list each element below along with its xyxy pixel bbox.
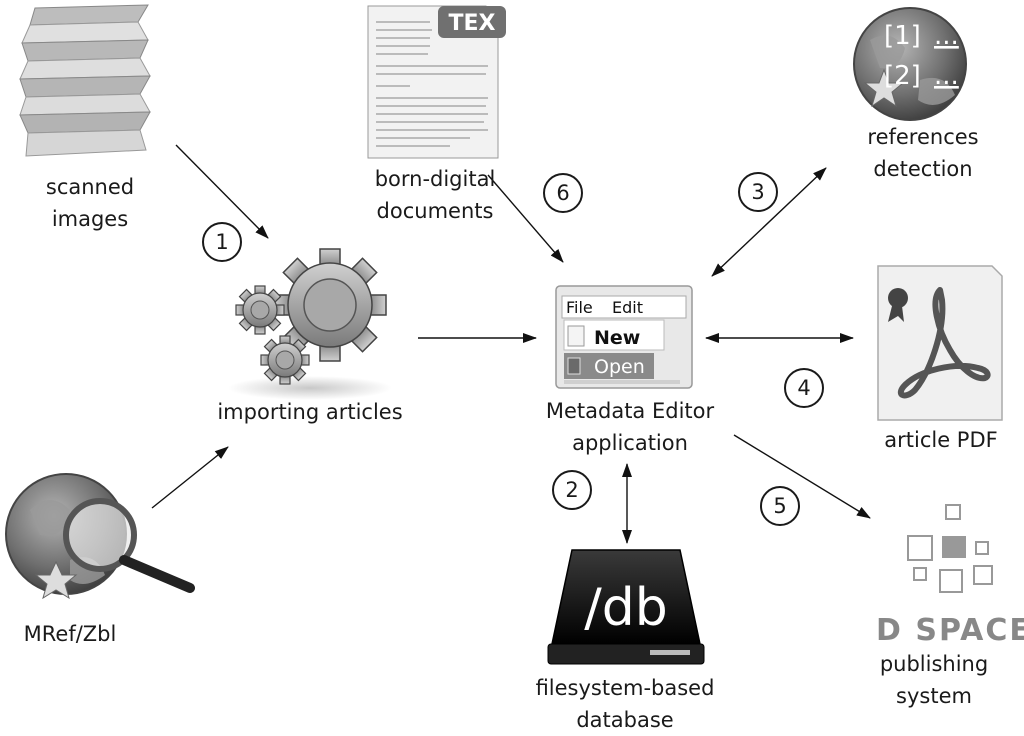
arrow-editor-references xyxy=(711,167,827,277)
reference-1: [1] xyxy=(884,21,921,51)
reference-2: [2] xyxy=(884,61,921,91)
mref-globe-magnifier-icon xyxy=(5,473,195,600)
arrow-mref-to-importing xyxy=(151,446,229,509)
award-ribbon-icon xyxy=(888,288,908,308)
database-disk-icon: /db xyxy=(547,549,705,665)
metadata-editor-label: Metadata Editor application xyxy=(545,399,715,455)
dspace-logo: D SPACE xyxy=(876,504,1024,648)
gears-icon xyxy=(228,248,392,400)
reference-1-dots: ... xyxy=(934,21,959,51)
step-1-badge: 1 xyxy=(202,222,242,262)
arrow-scanned-to-importing xyxy=(175,144,269,239)
star-icon xyxy=(863,68,905,108)
arrow-born-digital-to-editor xyxy=(487,174,564,263)
importing-articles-label: importing articles xyxy=(217,400,403,424)
scanned-images-icon xyxy=(19,4,151,157)
article-pdf-icon xyxy=(877,265,1003,421)
reference-2-dots: ... xyxy=(934,61,959,91)
born-digital-documents-label: born-digital documents xyxy=(374,167,496,223)
menu-file: File xyxy=(566,298,593,317)
step-4-badge: 4 xyxy=(784,368,824,408)
menu-item-open: Open xyxy=(594,356,645,378)
arrow-editor-publishing xyxy=(733,434,871,519)
born-digital-document-icon: TEX xyxy=(367,5,506,159)
publishing-system-label: publishing system xyxy=(879,652,989,708)
scanned-images-label: scanned images xyxy=(45,175,135,231)
filesystem-database-label: filesystem-based database xyxy=(535,676,715,732)
mref-zbl-label: MRef/Zbl xyxy=(23,622,117,646)
dspace-logo-text: D SPACE xyxy=(876,613,1024,648)
step-5-badge: 5 xyxy=(760,486,800,526)
references-globe-icon: [1] ... [2] ... xyxy=(853,7,967,121)
db-disk-text: /db xyxy=(584,578,668,638)
metadata-editor-window-icon: File Edit New Open xyxy=(555,285,693,389)
star-icon xyxy=(34,560,78,600)
menu-item-new: New xyxy=(594,327,640,349)
menu-edit: Edit xyxy=(612,298,643,317)
article-pdf-label: article PDF xyxy=(884,428,998,452)
tex-badge-text: TEX xyxy=(449,11,496,36)
step-6-badge: 6 xyxy=(543,173,583,213)
references-detection-label: references detection xyxy=(867,125,979,181)
arrows xyxy=(151,144,871,544)
step-2-badge: 2 xyxy=(552,470,592,510)
step-3-badge: 3 xyxy=(738,172,778,212)
